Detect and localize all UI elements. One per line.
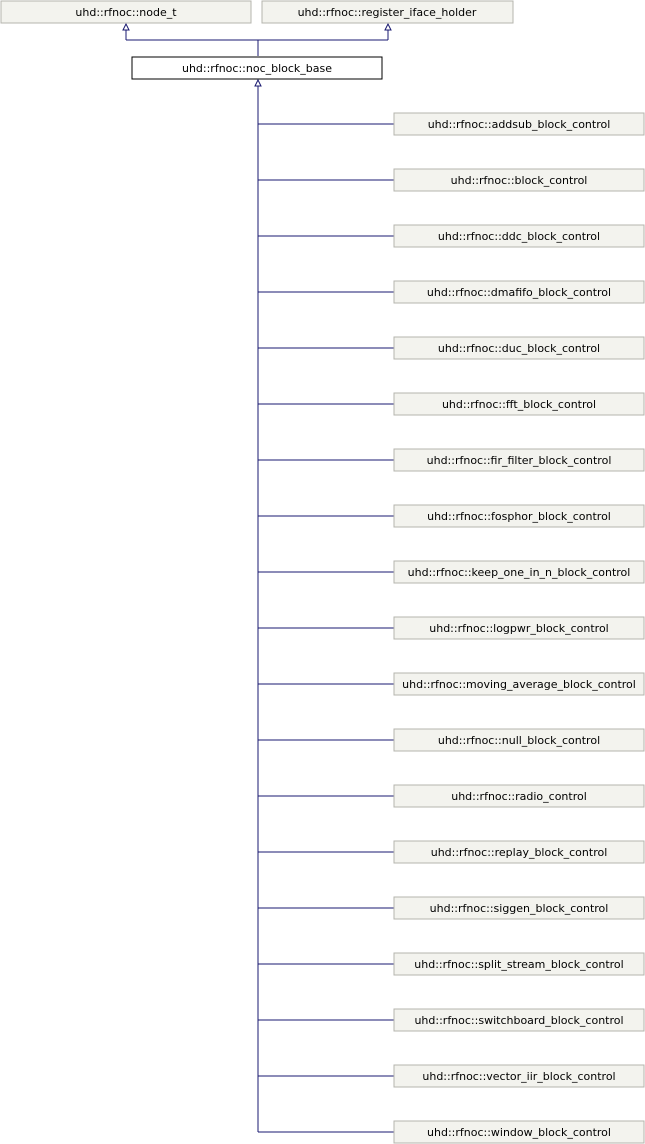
child-class-node[interactable]: uhd::rfnoc::null_block_control bbox=[393, 728, 645, 752]
child-class-node[interactable]: uhd::rfnoc::logpwr_block_control bbox=[393, 616, 645, 640]
child-class-label: uhd::rfnoc::siggen_block_control bbox=[430, 902, 609, 915]
child-class-label: uhd::rfnoc::logpwr_block_control bbox=[429, 622, 608, 635]
child-class-label: uhd::rfnoc::vector_iir_block_control bbox=[422, 1070, 615, 1083]
child-class-label: uhd::rfnoc::block_control bbox=[451, 174, 588, 187]
child-class-node[interactable]: uhd::rfnoc::fir_filter_block_control bbox=[393, 448, 645, 472]
arrow-to-base bbox=[254, 78, 262, 87]
child-class-label: uhd::rfnoc::fosphor_block_control bbox=[427, 510, 611, 523]
child-class-node[interactable]: uhd::rfnoc::switchboard_block_control bbox=[393, 1008, 645, 1032]
parent-node-t-label: uhd::rfnoc::node_t bbox=[75, 6, 177, 19]
child-class-label: uhd::rfnoc::keep_one_in_n_block_control bbox=[408, 566, 631, 579]
child-class-label: uhd::rfnoc::null_block_control bbox=[438, 734, 600, 747]
child-class-label: uhd::rfnoc::radio_control bbox=[451, 790, 587, 803]
child-class-label: uhd::rfnoc::replay_block_control bbox=[431, 846, 608, 859]
child-class-node[interactable]: uhd::rfnoc::dmafifo_block_control bbox=[393, 280, 645, 304]
parent-edges bbox=[122, 22, 392, 56]
child-class-node[interactable]: uhd::rfnoc::replay_block_control bbox=[393, 840, 645, 864]
child-class-node[interactable]: uhd::rfnoc::fft_block_control bbox=[393, 392, 645, 416]
child-class-node[interactable]: uhd::rfnoc::duc_block_control bbox=[393, 336, 645, 360]
child-class-label: uhd::rfnoc::fir_filter_block_control bbox=[427, 454, 612, 467]
child-class-node[interactable]: uhd::rfnoc::vector_iir_block_control bbox=[393, 1064, 645, 1088]
child-class-label: uhd::rfnoc::fft_block_control bbox=[442, 398, 596, 411]
base-label: uhd::rfnoc::noc_block_base bbox=[182, 62, 332, 75]
child-class-label: uhd::rfnoc::addsub_block_control bbox=[428, 118, 611, 131]
child-class-label: uhd::rfnoc::moving_average_block_control bbox=[402, 678, 636, 691]
child-class-node[interactable]: uhd::rfnoc::radio_control bbox=[393, 784, 645, 808]
child-class-label: uhd::rfnoc::window_block_control bbox=[427, 1126, 611, 1139]
child-class-node[interactable]: uhd::rfnoc::siggen_block_control bbox=[393, 896, 645, 920]
child-class-node[interactable]: uhd::rfnoc::split_stream_block_control bbox=[393, 952, 645, 976]
child-class-node[interactable]: uhd::rfnoc::moving_average_block_control bbox=[393, 672, 645, 696]
base-noc-block-base: uhd::rfnoc::noc_block_base bbox=[131, 56, 383, 80]
child-class-label: uhd::rfnoc::dmafifo_block_control bbox=[427, 286, 611, 299]
child-class-label: uhd::rfnoc::ddc_block_control bbox=[438, 230, 600, 243]
child-class-node[interactable]: uhd::rfnoc::addsub_block_control bbox=[393, 112, 645, 136]
child-class-node[interactable]: uhd::rfnoc::fosphor_block_control bbox=[393, 504, 645, 528]
child-class-label: uhd::rfnoc::switchboard_block_control bbox=[414, 1014, 623, 1027]
child-class-node[interactable]: uhd::rfnoc::window_block_control bbox=[393, 1120, 645, 1144]
child-class-label: uhd::rfnoc::split_stream_block_control bbox=[414, 958, 623, 971]
child-class-node[interactable]: uhd::rfnoc::ddc_block_control bbox=[393, 224, 645, 248]
child-class-node[interactable]: uhd::rfnoc::block_control bbox=[393, 168, 645, 192]
child-class-label: uhd::rfnoc::duc_block_control bbox=[438, 342, 600, 355]
parent-node-t[interactable]: uhd::rfnoc::node_t bbox=[0, 0, 252, 24]
child-class-node[interactable]: uhd::rfnoc::keep_one_in_n_block_control bbox=[393, 560, 645, 584]
parent-register-iface-holder[interactable]: uhd::rfnoc::register_iface_holder bbox=[261, 0, 514, 24]
arrow-to-node-t bbox=[122, 22, 130, 31]
arrow-to-register-iface-holder bbox=[384, 22, 392, 31]
edge-base-to-parents bbox=[125, 29, 389, 56]
children-layer: uhd::rfnoc::addsub_block_controluhd::rfn… bbox=[257, 86, 645, 1144]
parent-register-iface-holder-label: uhd::rfnoc::register_iface_holder bbox=[298, 6, 477, 19]
